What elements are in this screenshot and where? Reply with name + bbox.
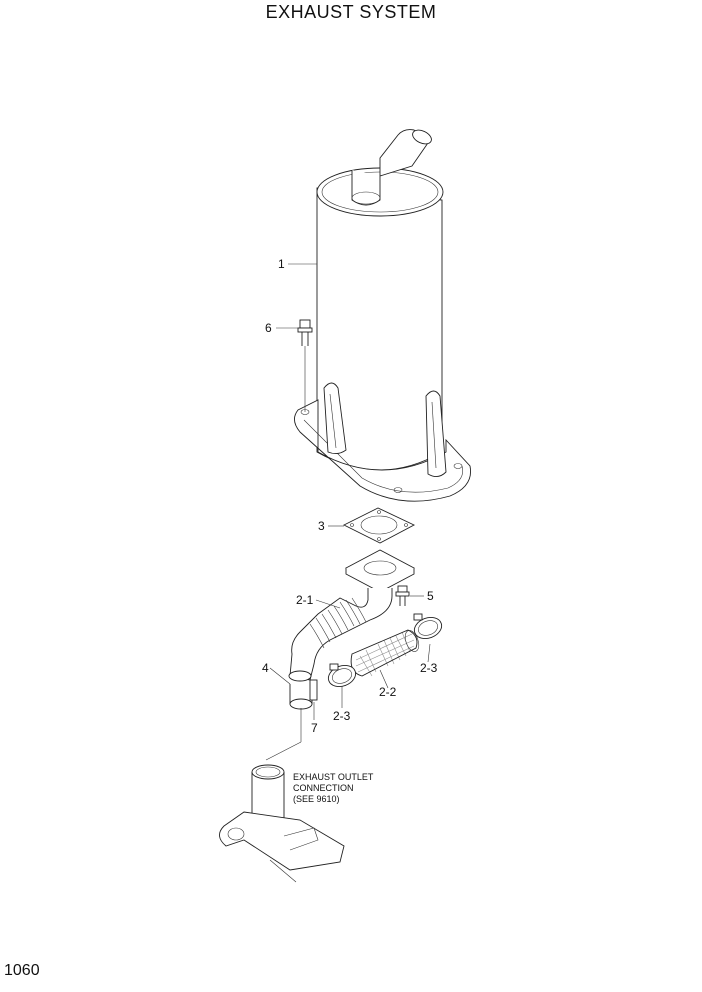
mesh-sleeve-part-2-2[interactable] [350, 629, 421, 677]
callout-2-1: 2-1 [296, 593, 314, 607]
callout-5: 5 [427, 589, 434, 603]
callout-1: 1 [278, 257, 285, 271]
note-line-3: (SEE 9610) [293, 794, 340, 804]
callout-3: 3 [318, 519, 325, 533]
hose-clamp-part-2-3-left[interactable] [325, 662, 358, 690]
muffler-part-1[interactable] [294, 127, 472, 502]
exhaust-outlet-connection[interactable] [219, 708, 345, 883]
flex-pipe-part-2-1[interactable] [288, 549, 415, 682]
callout-4: 4 [262, 661, 269, 675]
note-line-1: EXHAUST OUTLET [293, 772, 374, 782]
page-number: 1060 [4, 962, 40, 979]
hose-clamp-part-2-3-right[interactable] [411, 613, 444, 642]
note-line-2: CONNECTION [293, 783, 354, 793]
callout-2-2: 2-2 [379, 685, 397, 699]
callout-7: 7 [311, 721, 318, 735]
page-title: EXHAUST SYSTEM [265, 2, 437, 22]
callout-2-3-left: 2-3 [333, 709, 351, 723]
gasket-part-3[interactable] [342, 507, 416, 544]
callout-2-3-right: 2-3 [420, 661, 438, 675]
callout-6: 6 [265, 321, 272, 335]
bolt-part-5[interactable] [395, 585, 410, 606]
clamp-part-7[interactable] [289, 679, 318, 710]
bolt-part-6[interactable] [297, 319, 313, 412]
leader-lines [269, 263, 431, 720]
